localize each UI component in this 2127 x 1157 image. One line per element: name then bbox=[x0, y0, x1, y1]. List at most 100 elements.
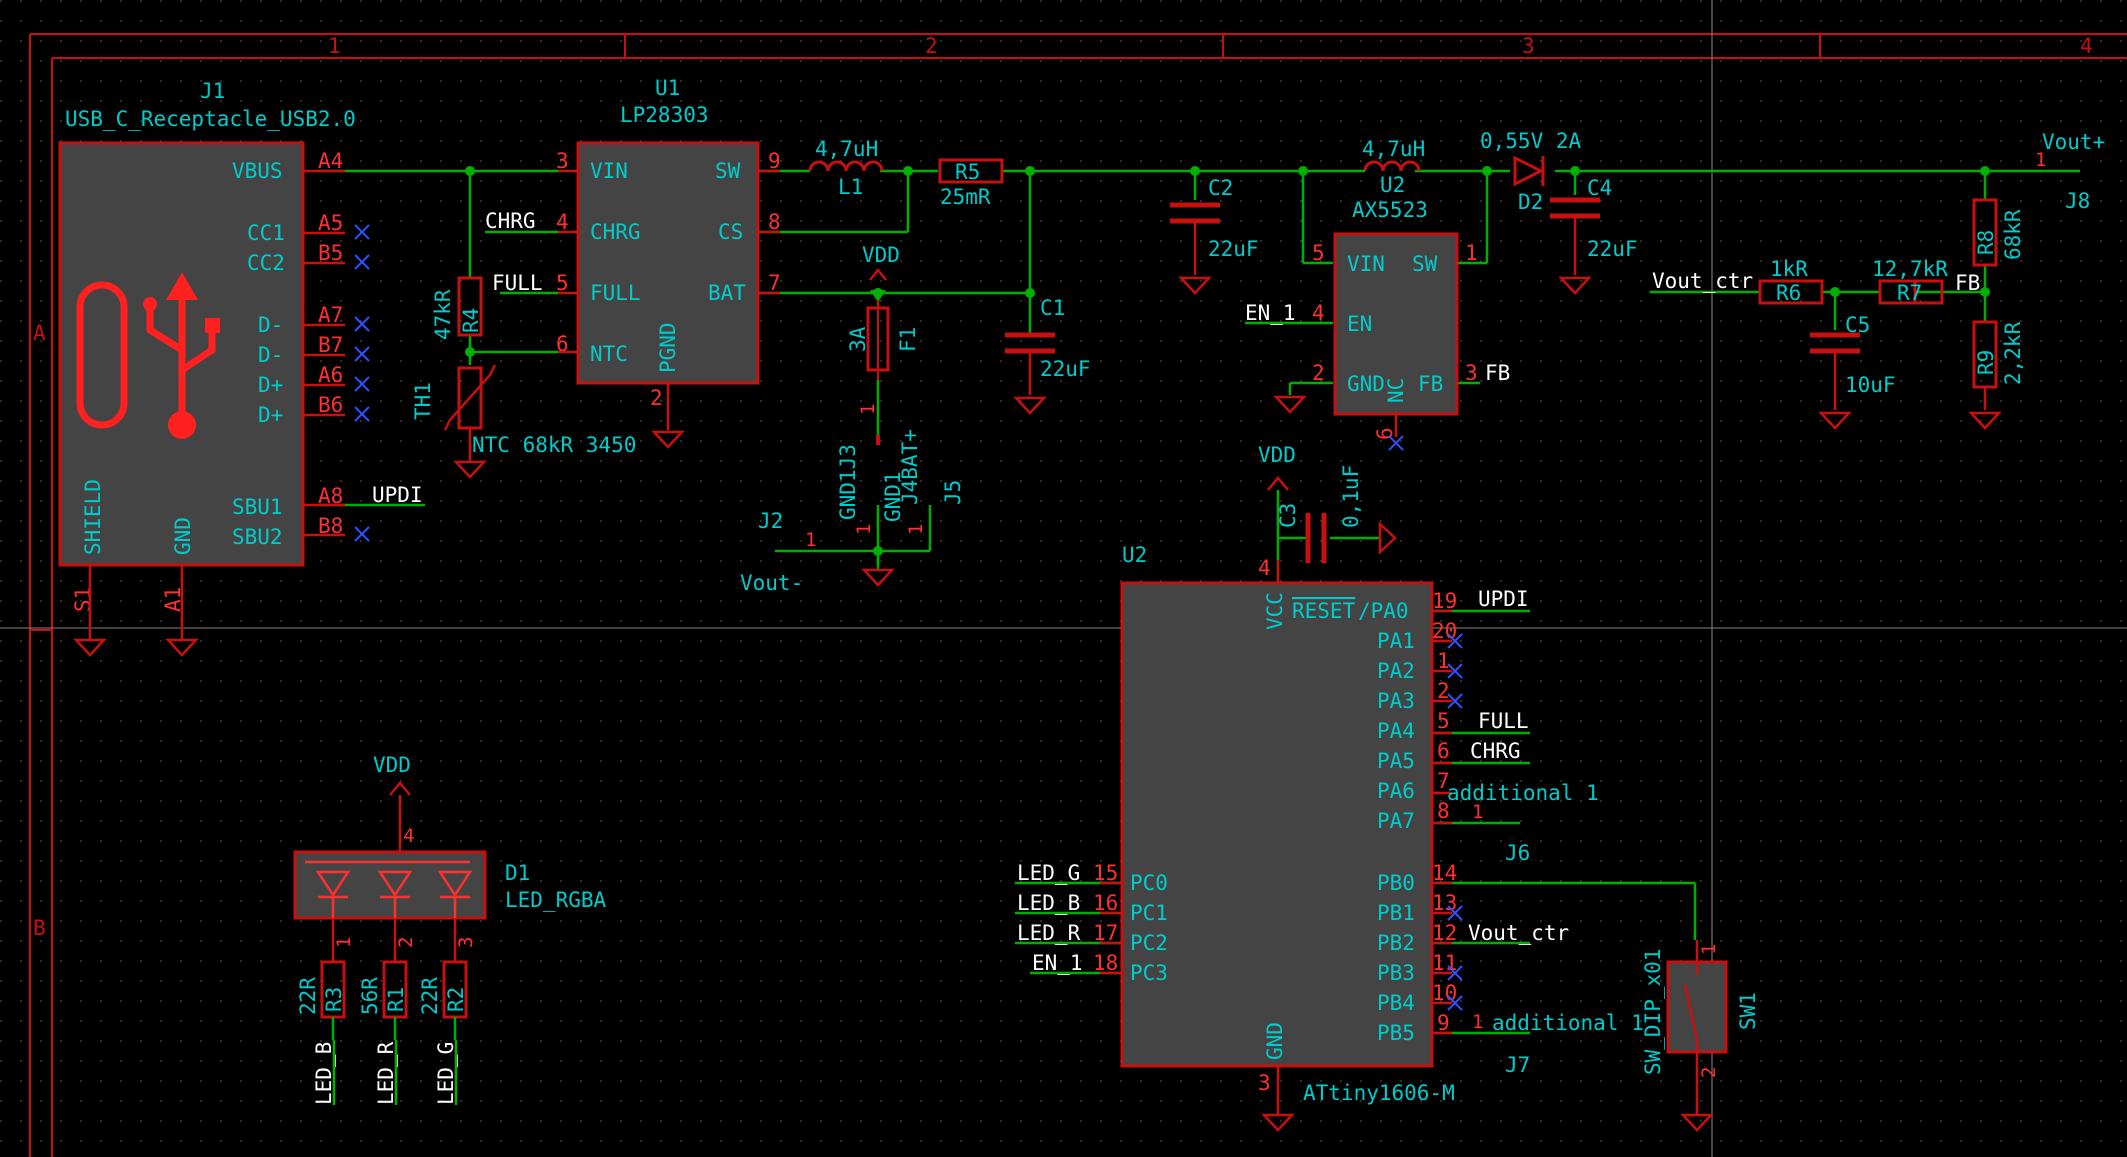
resistor-r5[interactable]: R5 25mR bbox=[938, 158, 1004, 209]
diode-d2[interactable]: 0,55V 2A D2 bbox=[1480, 129, 1582, 214]
usb-c-connector-j1[interactable]: J1 USB_C_Receptacle_USB2.0 VBUS CC1 CC2 … bbox=[58, 79, 370, 657]
usb-circle-icon bbox=[168, 411, 196, 439]
led-diode-icons bbox=[305, 860, 473, 918]
u2-pin-pc0: PC0 bbox=[1130, 871, 1168, 895]
net-fb-u3: FB bbox=[1485, 361, 1510, 385]
resistor-r2[interactable]: 22R R2 bbox=[418, 960, 468, 1040]
u2-ref: U2 bbox=[1122, 543, 1147, 567]
j1-pinnum-a6: A6 bbox=[318, 363, 343, 387]
j6-ref: J6 bbox=[1505, 841, 1530, 865]
u2-pinnum-1: 1 bbox=[1437, 649, 1450, 673]
u2-pin-pb1: PB1 bbox=[1377, 901, 1415, 925]
r3-value: 22R bbox=[296, 977, 320, 1015]
resistor-r6[interactable]: R6 1kR bbox=[1758, 257, 1824, 305]
u2-pinnum-17: 17 bbox=[1093, 921, 1118, 945]
connector-j2[interactable]: J2 1 bbox=[758, 509, 816, 551]
u2-pin-pc1: PC1 bbox=[1130, 901, 1168, 925]
net-led-r-d1: LED_R bbox=[374, 1041, 398, 1105]
thermistor-th1[interactable]: TH1 NTC 68kR 3450 bbox=[411, 364, 636, 479]
j1-pinnum-b7: B7 bbox=[318, 333, 343, 357]
dip-switch-sw1[interactable]: 1 2 SW_DIP_x01 SW1 bbox=[1641, 940, 1760, 1132]
j1-value: USB_C_Receptacle_USB2.0 bbox=[65, 107, 356, 131]
l2-value: 4,7uH bbox=[1362, 137, 1425, 161]
j1-pinnum-a7: A7 bbox=[318, 303, 343, 327]
r8-ref: R8 bbox=[1974, 230, 1998, 255]
u1-ref: U1 bbox=[655, 76, 680, 100]
d1-pin-3: 3 bbox=[455, 937, 477, 948]
capacitor-c4[interactable]: C4 22uF bbox=[1550, 176, 1638, 295]
u2-pinnum-7: 7 bbox=[1437, 769, 1450, 793]
j1-pin-vbus: VBUS bbox=[232, 159, 283, 183]
u2-pinnum-16: 16 bbox=[1093, 891, 1118, 915]
u3-pinnum-2: 2 bbox=[1312, 361, 1325, 385]
sw1-pin-2: 2 bbox=[1698, 1067, 1720, 1078]
u2-pinnum-2: 2 bbox=[1437, 679, 1450, 703]
u1-pinnum-8: 8 bbox=[768, 210, 781, 234]
resistor-r9[interactable]: R9 2,2kR bbox=[1968, 320, 2025, 430]
page-frame bbox=[29, 33, 2127, 1157]
frame-col-1: 1 bbox=[328, 34, 341, 58]
j6-pin: 1 bbox=[1472, 801, 1483, 823]
j1-pinnum-s1: S1 bbox=[71, 587, 95, 612]
u1-pinnum-4: 4 bbox=[556, 210, 569, 234]
net-full-u2: FULL bbox=[1478, 709, 1529, 733]
capacitor-c2[interactable]: C2 22uF bbox=[1170, 176, 1259, 295]
r8-value: 68kR bbox=[2001, 209, 2025, 260]
boost-inductor-l2[interactable]: 4,7uH bbox=[1345, 137, 1425, 173]
j8-ref: J8 bbox=[2065, 189, 2090, 213]
r3-ref: R3 bbox=[322, 987, 346, 1012]
u2-pin-gnd: GND bbox=[1263, 1022, 1287, 1060]
capacitor-c5[interactable]: C5 10uF bbox=[1810, 313, 1896, 430]
u1-pinnum-2: 2 bbox=[650, 386, 663, 410]
frame-col-3: 3 bbox=[1522, 34, 1535, 58]
net-updi-j1: UPDI bbox=[372, 483, 423, 507]
capacitor-c1[interactable]: C1 22uF bbox=[1005, 296, 1091, 415]
resistor-r7[interactable]: R7 12,7kR bbox=[1872, 257, 1948, 305]
usb-dot-icon bbox=[143, 297, 157, 311]
resistor-r3[interactable]: 22R R3 bbox=[296, 960, 346, 1040]
connector-j8[interactable]: 1 J8 bbox=[2035, 149, 2090, 213]
connector-j7[interactable]: 1 J7 bbox=[1472, 1011, 1530, 1077]
resistor-r4[interactable]: 47kR R4 bbox=[431, 276, 483, 340]
charger-ic-u1[interactable]: U1 LP28303 VIN CHRG FULL NTC PGND SW CS … bbox=[556, 76, 781, 449]
u2-pin-pa4: PA4 bbox=[1377, 719, 1415, 743]
resistor-r8[interactable]: R8 68kR bbox=[1972, 198, 2025, 267]
resistor-r1[interactable]: 56R R1 bbox=[358, 960, 408, 1040]
frame-row-b: B bbox=[33, 916, 46, 940]
j1-pinnum-b5: B5 bbox=[318, 241, 343, 265]
net-en1-u2: EN_1 bbox=[1032, 951, 1083, 975]
net-vdd-f1: VDD bbox=[862, 243, 900, 267]
u3-pin-vin: VIN bbox=[1347, 252, 1385, 276]
connector-j6[interactable]: 1 J6 bbox=[1472, 801, 1530, 865]
u3-pinnum-4: 4 bbox=[1312, 301, 1325, 325]
rgb-led-d1[interactable]: 4 D1 LED_RGBA 1 2 3 bbox=[293, 795, 607, 962]
u1-pin-bat: BAT bbox=[708, 281, 746, 305]
boost-ic-u3[interactable]: U2 AX5523 VIN SW EN GND FB NC 5 1 4 2 3 … bbox=[1273, 173, 1478, 451]
sw1-value: SW_DIP_x01 bbox=[1641, 949, 1665, 1075]
u2-pin-vcc: VCC bbox=[1263, 592, 1287, 630]
sw1-ref: SW1 bbox=[1736, 992, 1760, 1030]
connector-j3[interactable]: GND1J3 1 bbox=[836, 435, 895, 587]
f1-pin-1: 1 bbox=[857, 404, 879, 415]
u1-pin-vin: VIN bbox=[590, 159, 628, 183]
mcu-u2-attiny[interactable]: U2 ATtiny1606-M VCC GND RESET /PA0 PA1 P… bbox=[1093, 543, 1463, 1132]
capacitor-c3[interactable]: C3 0,1uF bbox=[1276, 465, 1397, 563]
f1-value: 3A bbox=[846, 326, 870, 352]
fuse-f1[interactable]: 3A F1 1 bbox=[846, 290, 920, 415]
c4-ref: C4 bbox=[1587, 176, 1612, 200]
j7-pin: 1 bbox=[1472, 1011, 1483, 1033]
r5-ref: R5 bbox=[955, 160, 980, 184]
u2-pin-pb4: PB4 bbox=[1377, 991, 1415, 1015]
connector-j4[interactable]: GND1 J4BAT+ 1 bbox=[881, 429, 927, 535]
net-led-r-u2: LED_R bbox=[1017, 921, 1081, 945]
c1-ref: C1 bbox=[1040, 296, 1065, 320]
r4-ref: R4 bbox=[459, 308, 483, 333]
inductor-l1[interactable]: 4,7uH L1 bbox=[808, 137, 884, 199]
u3-pinnum-1: 1 bbox=[1465, 241, 1478, 265]
j1-ground-symbols bbox=[73, 638, 199, 657]
c3-ref: C3 bbox=[1276, 503, 1300, 528]
j1-pin-cc1: CC1 bbox=[247, 221, 285, 245]
net-chrg-u2: CHRG bbox=[1470, 739, 1521, 763]
u3-pin-gnd: GND bbox=[1347, 372, 1385, 396]
